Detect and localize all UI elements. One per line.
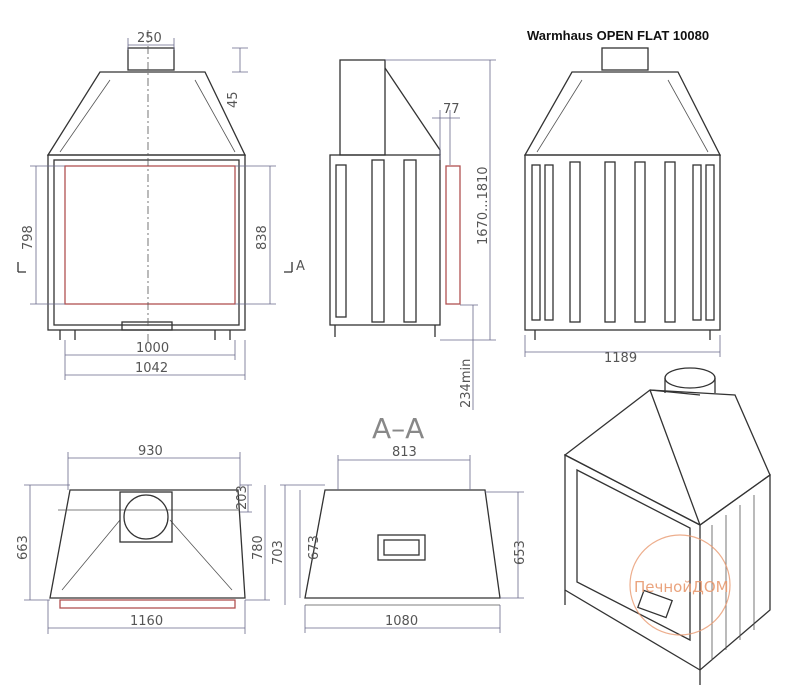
section-view: 813 1080 703 673 653 [271, 445, 528, 633]
dim-opening-height: 798 [21, 225, 36, 250]
dim-section-inner-depth: 653 [513, 540, 528, 565]
side-view: 77 1670...1810 234min [329, 59, 496, 410]
dim-section-depth: 673 [307, 535, 322, 560]
section-marker: A [296, 259, 305, 274]
watermark-text: ПечнойДОМ [634, 578, 729, 596]
dim-depth-offset: 77 [443, 102, 460, 117]
dim-bottom-width: 1160 [130, 614, 163, 629]
dim-section-bottom-width: 1080 [385, 614, 418, 629]
drawing-title: Warmhaus OPEN FLAT 10080 [527, 28, 709, 43]
top-view: 930 1160 663 203 780 [16, 444, 270, 634]
back-view: 1189 [523, 47, 722, 366]
front-view: 250 45 798 838 1000 1042 A [17, 30, 305, 380]
isometric-view [563, 367, 771, 685]
dim-section-overall-depth: 703 [271, 540, 286, 565]
dim-depth: 663 [16, 535, 31, 560]
dim-frame-height: 838 [255, 225, 270, 250]
dim-floor-clearance: 234min [459, 359, 474, 408]
watermark-logo: ПечнойДОМ [629, 534, 731, 636]
dim-section-top-width: 813 [392, 445, 417, 460]
dim-collar-offset: 203 [235, 485, 250, 510]
dim-overall-width: 1189 [604, 351, 637, 366]
dim-overall-depth: 780 [251, 535, 266, 560]
dim-collar-height: 45 [226, 91, 241, 108]
dim-frame-width: 1042 [135, 361, 168, 376]
dim-top-width: 930 [138, 444, 163, 459]
section-label: A–A [372, 412, 424, 445]
dim-opening-width: 1000 [136, 341, 169, 356]
dim-total-height: 1670...1810 [476, 166, 491, 245]
dim-collar-width: 250 [137, 31, 162, 46]
